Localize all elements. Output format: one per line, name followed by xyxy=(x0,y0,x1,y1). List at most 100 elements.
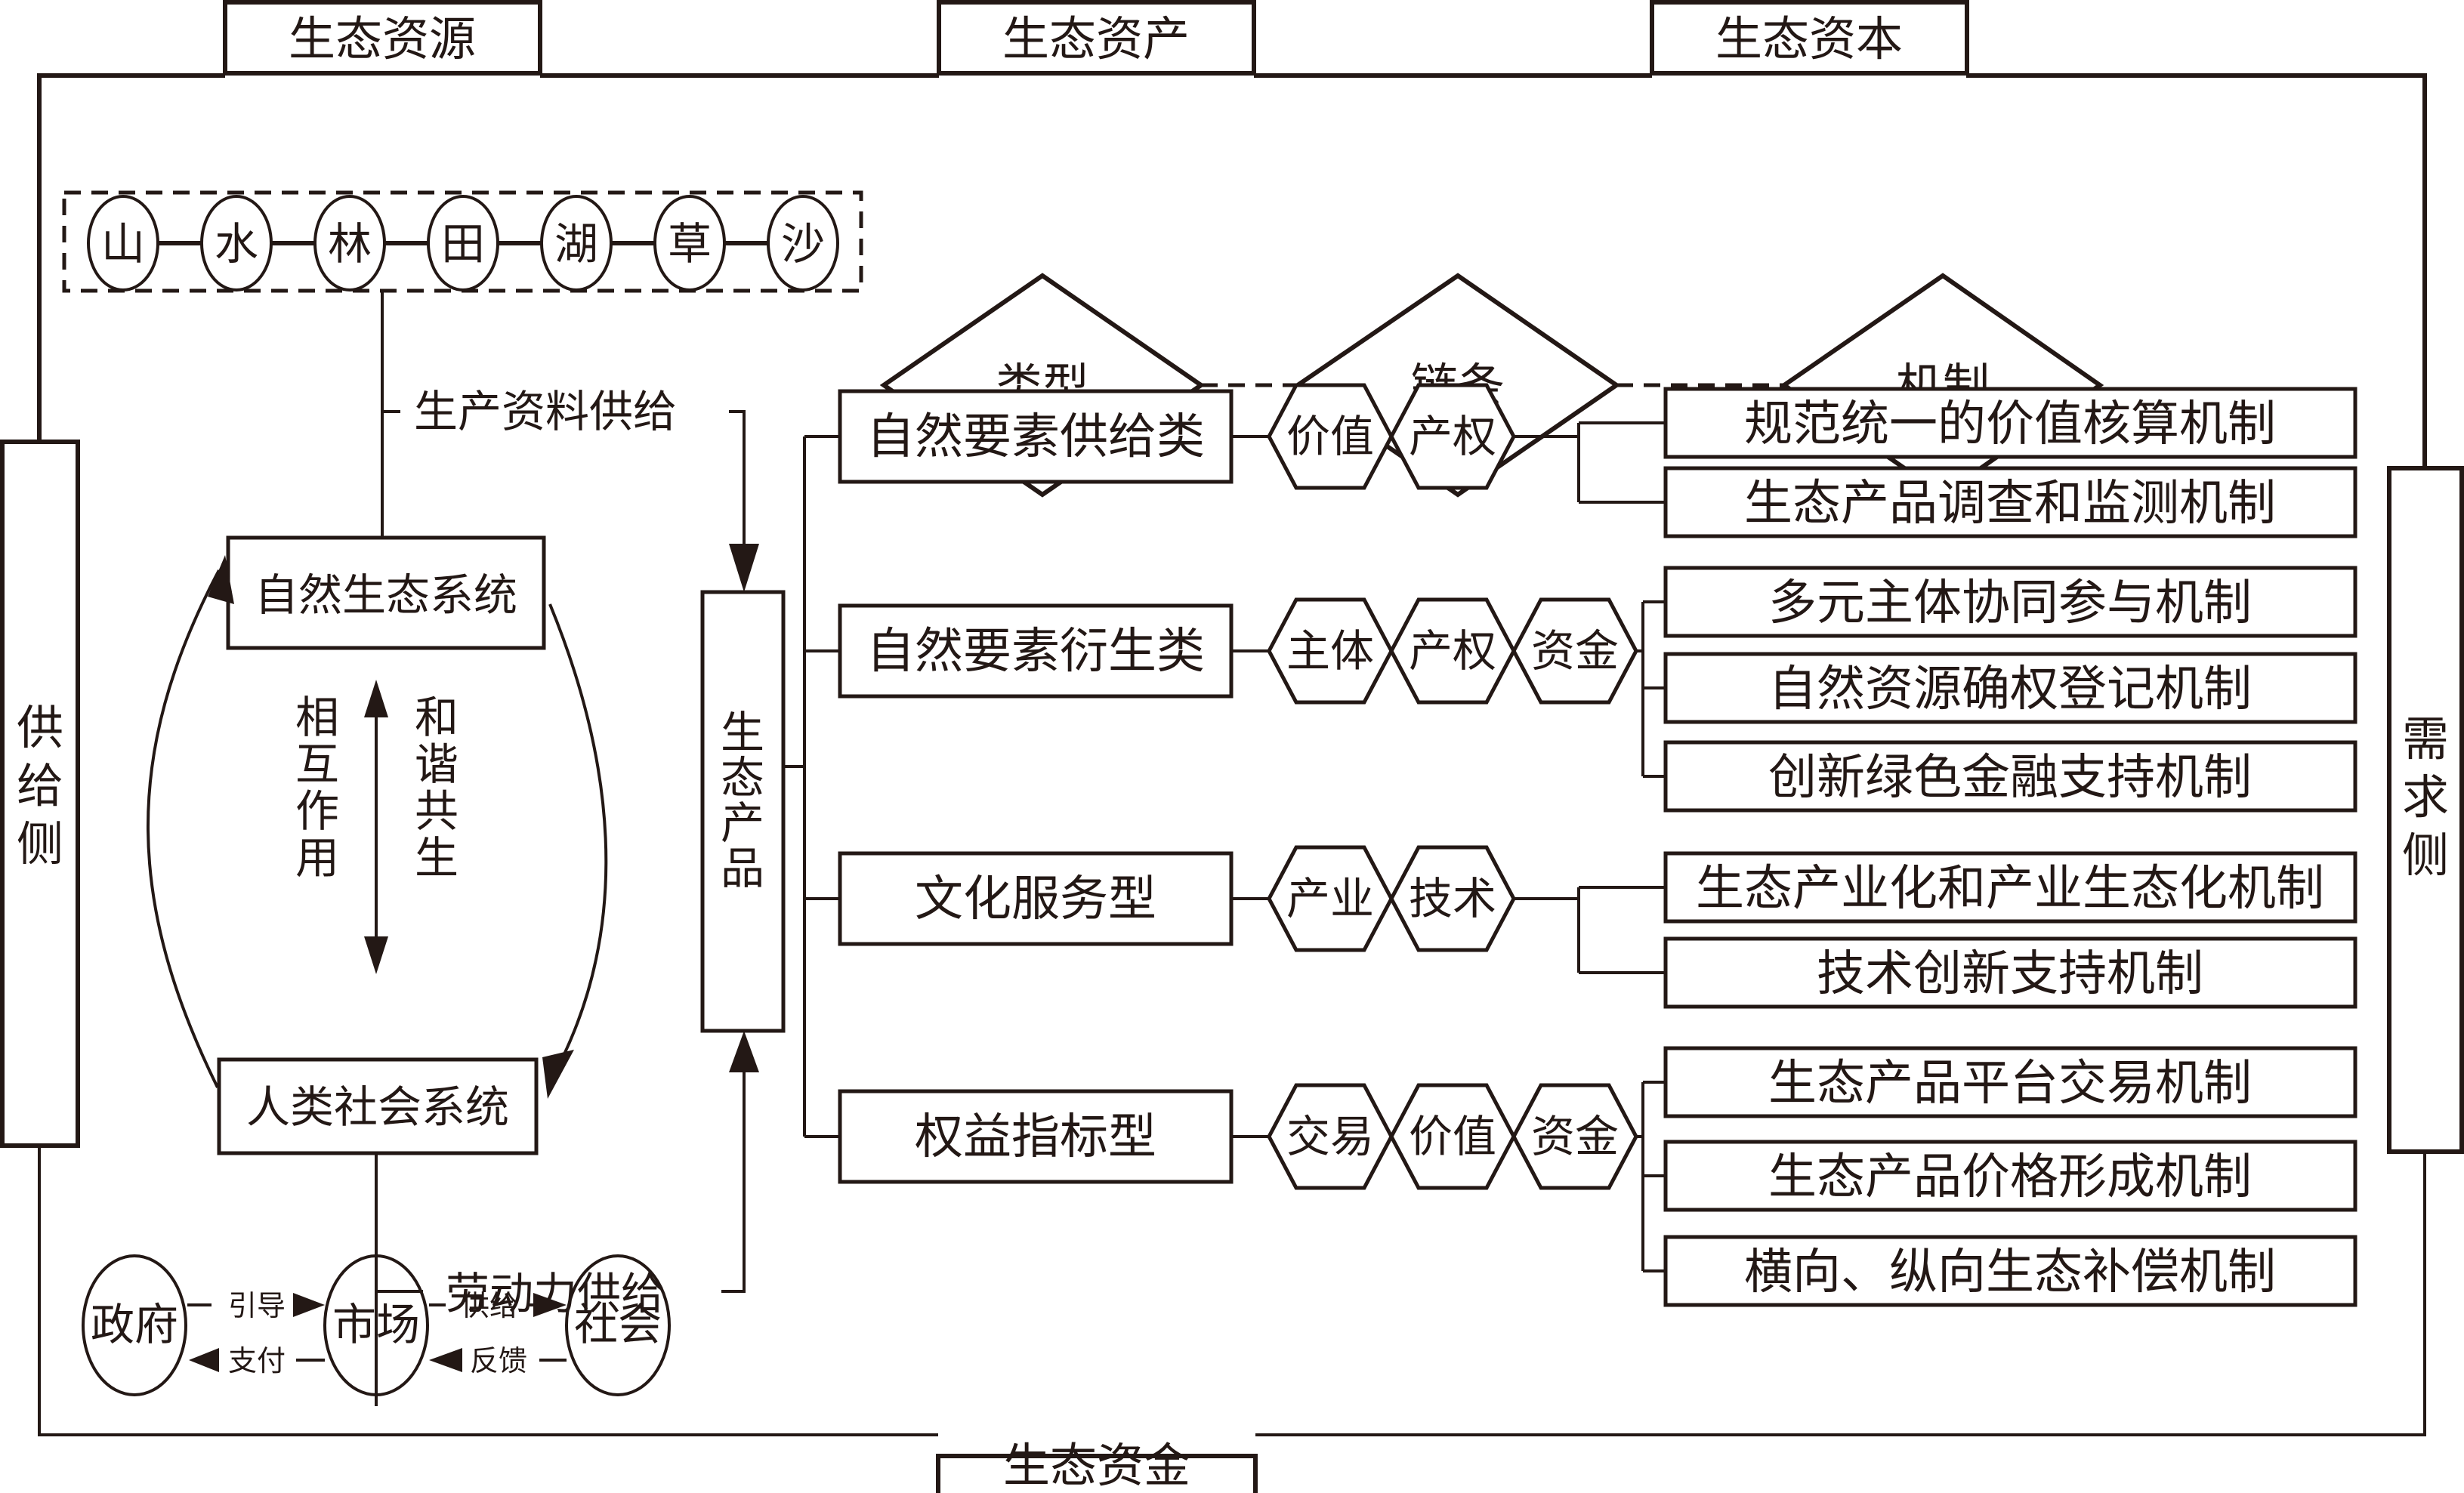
harmony-label-char: 共 xyxy=(415,785,459,837)
demand-side-char-2: 求 xyxy=(2402,770,2449,825)
feedback-arrow-icon xyxy=(429,1348,462,1372)
guide-label: 引导 xyxy=(228,1289,286,1322)
mechanism-label: 技术创新支持机制 xyxy=(1817,946,2203,1002)
ecological-product-char: 产 xyxy=(721,797,764,849)
tag-label: 主体 xyxy=(1286,625,1374,677)
natural-ecosystem-box: 自然生态系统 xyxy=(226,535,546,650)
diamond-mechanism: 机制 xyxy=(1780,273,2104,498)
supply-label: 供给 xyxy=(461,1289,518,1322)
element-label: 沙 xyxy=(781,218,825,270)
mechanism-label: 自然资源确权登记机制 xyxy=(1768,662,2252,717)
tag-hexagon: 产权 xyxy=(1389,383,1516,490)
mechanism-box: 生态产业化和产业生态化机制 xyxy=(1579,851,2357,924)
element-node: 林 xyxy=(313,195,386,292)
tag-hexagon: 产权 xyxy=(1389,597,1516,705)
pay-arrow-icon xyxy=(189,1348,219,1372)
interaction-label-char: 互 xyxy=(295,739,339,790)
tag-label: 技术 xyxy=(1409,873,1496,924)
mechanism-box: 自然资源确权登记机制 xyxy=(1643,652,2357,724)
human-society-box: 人类社会系统 xyxy=(217,1057,539,1155)
top-box-assets-label: 生态资产 xyxy=(1002,11,1190,66)
mechanism-box: 生态产品平台交易机制 xyxy=(1643,1046,2357,1118)
actor-society: 社会 xyxy=(565,1254,671,1396)
element-node: 沙 xyxy=(767,195,839,292)
actor-market-label: 市场 xyxy=(332,1299,420,1350)
element-label: 湖 xyxy=(554,218,598,270)
category-box xyxy=(838,603,1234,699)
tag-label: 产权 xyxy=(1409,625,1496,677)
category-row: 文化服务型 产业技术 生态产业化和产业生态化机制技术创新支持机制 xyxy=(804,845,2357,1009)
category-label: 文化服务型 xyxy=(915,871,1156,927)
tag-hexagon: 价值 xyxy=(1389,1083,1516,1190)
labor-supply-label: 劳动力供给 xyxy=(446,1268,665,1319)
top-box-capital-label: 生态资本 xyxy=(1715,11,1903,66)
natural-elements-group: 山水林田湖草沙 xyxy=(62,190,863,293)
feedback-label: 反馈 xyxy=(470,1344,527,1377)
cycle-arrow-down-icon xyxy=(542,1050,574,1099)
tag-label: 价值 xyxy=(1286,411,1374,462)
category-row: 自然要素衍生类 主体产权资金 多元主体协同参与机制自然资源确权登记机制创新绿色金融支… xyxy=(804,566,2357,813)
mechanism-box: 技术创新支持机制 xyxy=(1579,936,2357,1009)
mutual-arrow-up-icon xyxy=(364,680,388,717)
actor-government-label: 政府 xyxy=(91,1299,178,1350)
category-label: 权益指标型 xyxy=(915,1109,1156,1165)
pay-label: 支付 xyxy=(228,1344,286,1377)
mechanism-box: 生态产品价格形成机制 xyxy=(1643,1140,2357,1212)
interaction-label-char: 相 xyxy=(295,692,339,743)
supply-side-char-2: 给 xyxy=(17,758,63,813)
harmony-label-char: 生 xyxy=(415,832,459,884)
supply-arrow-icon xyxy=(533,1293,567,1317)
mechanism-box: 生态产品调查和监测机制 xyxy=(1579,466,2357,538)
mechanism-label: 生态产业化和产业生态化机制 xyxy=(1696,861,2324,917)
mechanism-label: 横向、纵向生态补偿机制 xyxy=(1744,1245,2276,1300)
tag-hexagon: 交易 xyxy=(1267,1083,1394,1190)
tag-label: 产业 xyxy=(1286,873,1374,924)
tag-hexagon: 技术 xyxy=(1389,845,1516,952)
ecological-product-char: 品 xyxy=(721,843,764,894)
category-label: 自然要素供给类 xyxy=(866,409,1205,465)
element-node: 水 xyxy=(200,195,273,292)
production-supply-label: 生产资料供给 xyxy=(414,386,677,437)
mechanism-label: 规范统一的价值核算机制 xyxy=(1744,396,2276,452)
tag-hexagon: 产业 xyxy=(1267,845,1394,952)
demand-side-char-1: 需 xyxy=(2402,711,2449,767)
tag-hexagon: 资金 xyxy=(1511,1083,1638,1190)
element-label: 草 xyxy=(668,218,712,270)
supply-side-box: 供 给 侧 xyxy=(0,440,80,1148)
actor-government: 政府 xyxy=(82,1254,187,1396)
category-box xyxy=(838,1089,1234,1184)
cycle-arrow-up-icon xyxy=(208,555,234,604)
top-box-assets: 生态资产 xyxy=(937,0,1256,76)
element-node: 田 xyxy=(427,195,499,292)
mechanism-label: 生态产品平台交易机制 xyxy=(1768,1056,2252,1112)
ecological-product-char: 态 xyxy=(721,752,764,804)
category-row: 自然要素供给类 价值产权 规范统一的价值核算机制生态产品调查和监测机制 xyxy=(804,383,2357,538)
production-arrow-icon xyxy=(729,544,759,592)
category-label: 自然要素衍生类 xyxy=(866,624,1205,680)
outer-frame xyxy=(37,73,2427,1436)
supply-side-char-1: 供 xyxy=(17,700,63,755)
mechanism-label: 生态产品调查和监测机制 xyxy=(1744,476,2276,532)
mechanism-label: 多元主体协同参与机制 xyxy=(1768,575,2252,631)
element-label: 水 xyxy=(215,218,258,270)
actors: 政府 市场 社会 引导 支付 供给 反馈 xyxy=(82,1254,671,1396)
actor-society-label: 社会 xyxy=(574,1299,662,1350)
tag-label: 资金 xyxy=(1531,625,1619,677)
top-box-resources-label: 生态资源 xyxy=(289,11,476,66)
mechanism-box: 创新绿色金融支持机制 xyxy=(1643,740,2357,813)
category-box xyxy=(838,851,1234,946)
element-node: 草 xyxy=(653,195,726,292)
bottom-box-funds-label: 生态资金 xyxy=(1003,1438,1190,1493)
mutual-arrow-down-icon xyxy=(364,936,388,974)
mechanism-label: 生态产品价格形成机制 xyxy=(1768,1149,2252,1205)
demand-side-box: 需 求 侧 xyxy=(2387,466,2464,1154)
top-box-resources: 生态资源 xyxy=(223,0,542,76)
interaction-label-char: 作 xyxy=(295,785,339,837)
mechanism-box: 规范统一的价值核算机制 xyxy=(1579,387,2357,459)
natural-ecosystem-label: 自然生态系统 xyxy=(255,569,517,621)
mechanism-label: 创新绿色金融支持机制 xyxy=(1768,750,2252,806)
interaction-label-char: 用 xyxy=(295,832,339,884)
harmony-label-char: 和 xyxy=(415,692,459,743)
